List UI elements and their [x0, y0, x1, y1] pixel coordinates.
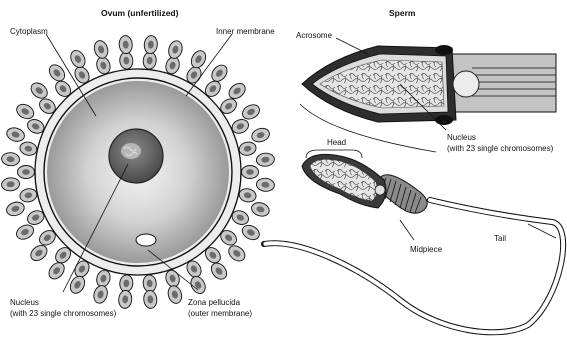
centriole: [453, 71, 479, 97]
ovum-title: Ovum (unfertilized): [101, 8, 179, 18]
acrosome-label: Acrosome: [296, 31, 333, 40]
small-centriole: [375, 185, 385, 195]
zona-pellucida-label: Zona pellucida: [188, 298, 241, 307]
sperm-whole: [264, 150, 563, 332]
head-label: Head: [327, 138, 346, 147]
acrosome-tip-lower: [435, 115, 453, 125]
tail-label: Tail: [494, 234, 506, 243]
corona-cell-nucleus: [246, 169, 254, 175]
ovum: [1, 35, 275, 309]
ovum-nucleus-sublabel: (with 23 single chromosomes): [10, 309, 117, 318]
sperm-nucleus-sublabel: (with 23 single chromosomes): [447, 144, 554, 153]
ovum-chromosomes: [121, 143, 141, 159]
midpiece-label: Midpiece: [410, 245, 443, 254]
ovum-nucleus-label: Nucleus: [10, 298, 39, 307]
corona-cell-nucleus: [22, 169, 30, 175]
zona-pellucida-sublabel: (outer membrane): [188, 309, 252, 318]
cytoplasm-label: Cytoplasm: [10, 27, 48, 36]
acrosome-tip-upper: [435, 45, 453, 55]
sperm-title: Sperm: [389, 8, 416, 18]
sperm-head-detail: [300, 45, 556, 152]
sperm-tail: [264, 200, 563, 332]
sperm-nucleus-label: Nucleus: [447, 133, 476, 142]
inner-membrane-label: Inner membrane: [216, 27, 275, 36]
polar-body: [136, 234, 156, 246]
